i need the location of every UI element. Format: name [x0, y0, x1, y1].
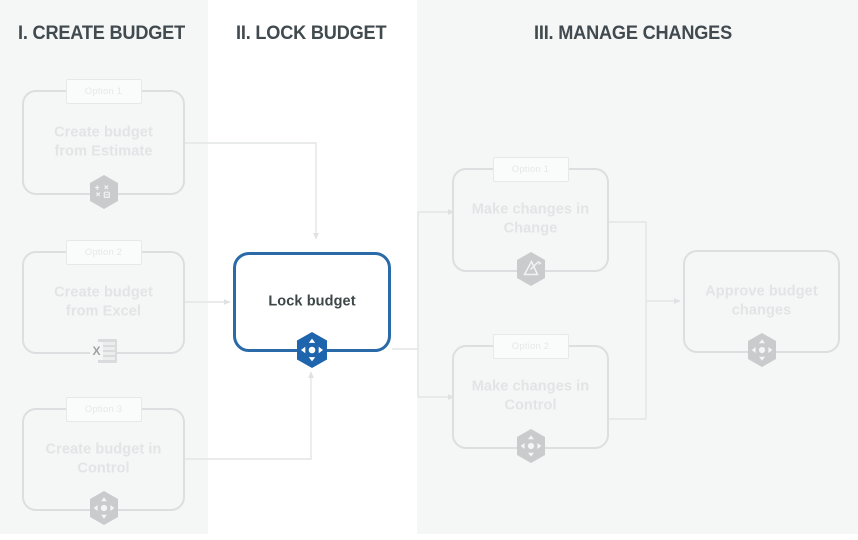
control-hex-icon	[89, 491, 118, 525]
option-tab-create-control: Option 3	[65, 397, 142, 422]
calculator-hex-icon	[89, 175, 118, 209]
phase-title-manage-changes: III. MANAGE CHANGES	[534, 22, 732, 44]
delta-change-hex-icon	[516, 252, 545, 286]
phase-title-lock-budget: II. LOCK BUDGET	[236, 22, 387, 44]
option-tab-change-change: Option 1	[492, 157, 569, 182]
node-lock-budget[interactable]: Lock budget	[233, 252, 391, 368]
excel-sheet-icon: X	[89, 339, 117, 363]
node-label-lock-budget: Lock budget	[268, 293, 356, 310]
phase-title-create-budget: I. CREATE BUDGET	[18, 22, 185, 44]
control-hex-icon	[516, 429, 545, 463]
control-hex-icon	[297, 332, 327, 368]
option-tab-create-excel: Option 2	[65, 240, 142, 265]
option-tab-change-control: Option 2	[492, 334, 569, 359]
option-tab-create-estimate: Option 1	[65, 79, 142, 104]
control-hex-icon	[747, 333, 776, 367]
svg-text:X: X	[92, 344, 100, 358]
